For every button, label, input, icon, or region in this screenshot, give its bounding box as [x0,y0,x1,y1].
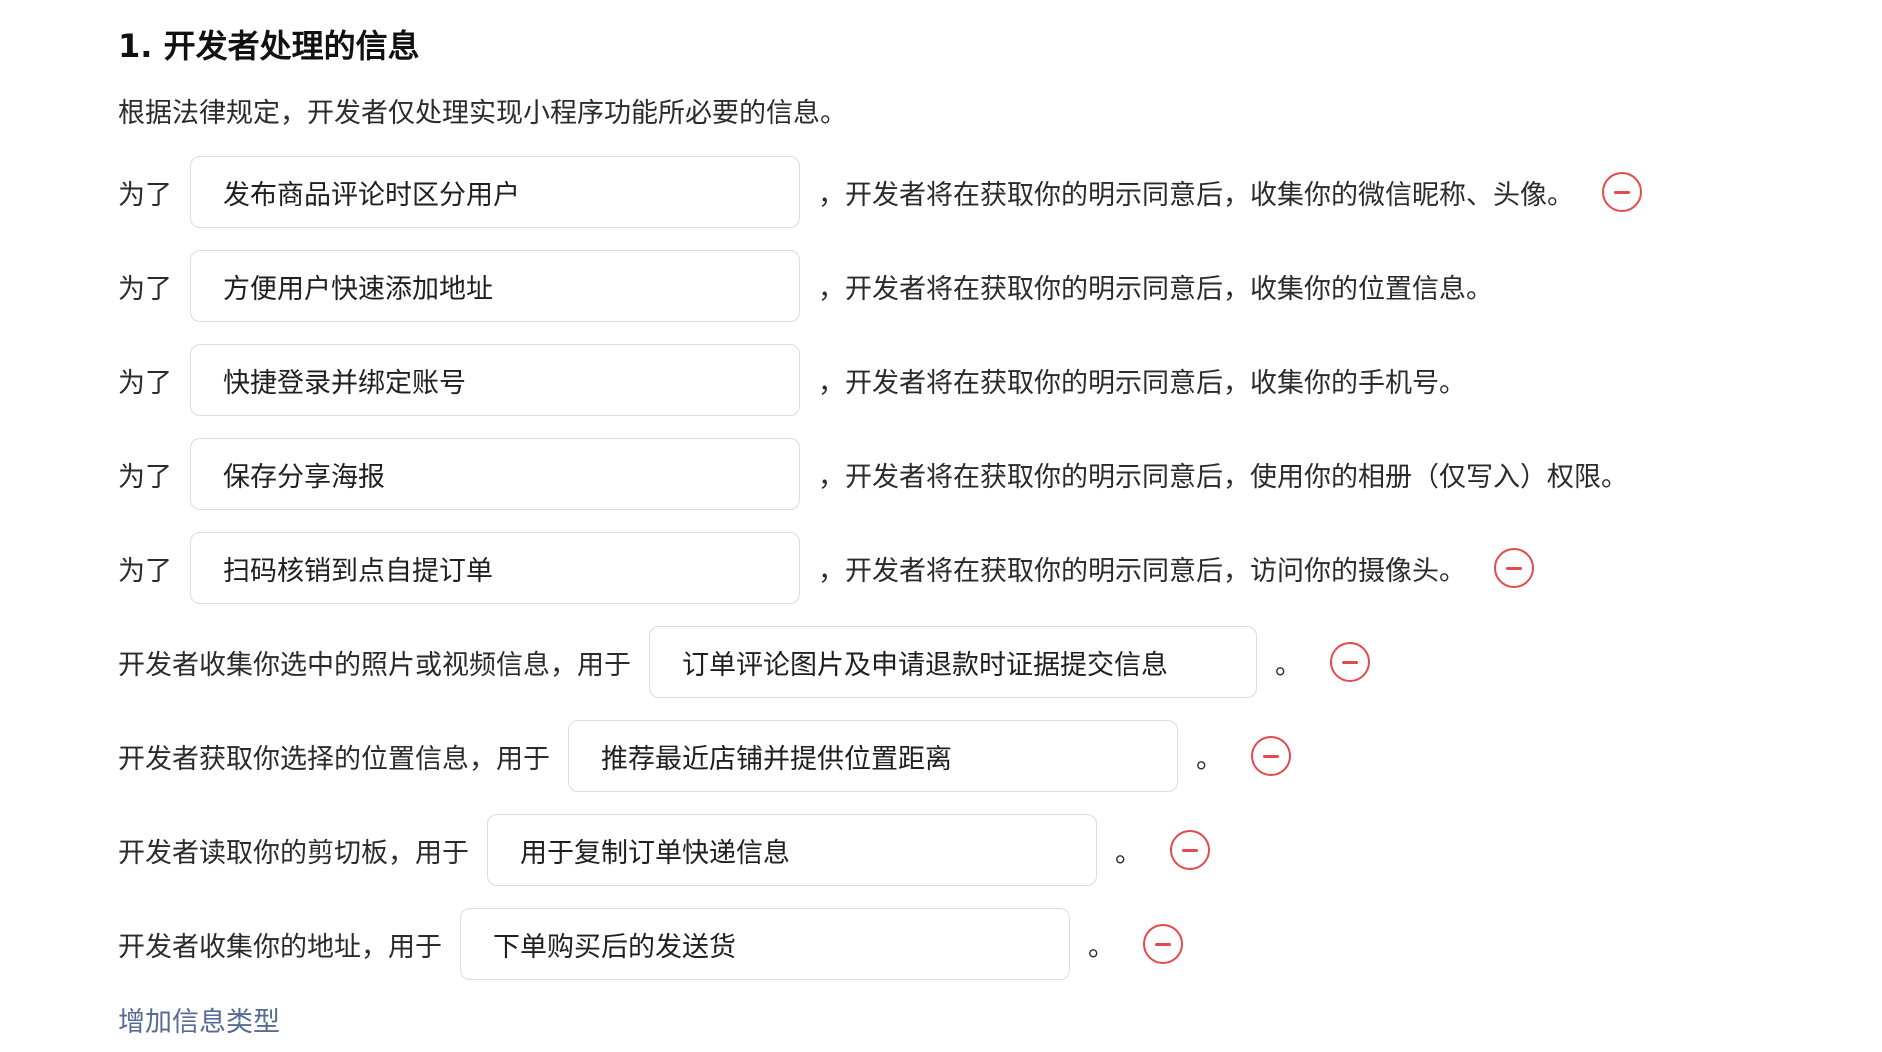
purpose-prefix: 为了 [118,461,172,493]
remove-usage-photos-minus-circle-icon[interactable] [1330,642,1370,682]
purpose-prefix: 为了 [118,555,172,587]
usage-prefix: 开发者收集你选中的照片或视频信息，用于 [118,649,631,681]
remove-purpose-5-minus-circle-icon[interactable] [1494,548,1534,588]
usage-input[interactable] [568,720,1178,792]
purpose-row-2: 为了 ，开发者将在获取你的明示同意后，收集你的位置信息。 [118,249,1493,323]
usage-suffix: 。 [1088,931,1115,963]
usage-input[interactable] [460,908,1070,980]
purpose-row-4: 为了 ，开发者将在获取你的明示同意后，使用你的相册（仅写入）权限。 [118,437,1628,511]
remove-usage-clipboard-minus-circle-icon[interactable] [1170,830,1210,870]
section-intro: 根据法律规定，开发者仅处理实现小程序功能所必要的信息。 [118,98,847,129]
purpose-input[interactable] [190,344,800,416]
add-info-type-link[interactable]: 增加信息类型 [118,1007,280,1038]
purpose-input[interactable] [190,250,800,322]
usage-input[interactable] [487,814,1097,886]
purpose-input[interactable] [190,156,800,228]
purpose-prefix: 为了 [118,367,172,399]
purpose-input[interactable] [190,532,800,604]
remove-usage-location-minus-circle-icon[interactable] [1251,736,1291,776]
purpose-prefix: 为了 [118,179,172,211]
purpose-description: ，开发者将在获取你的明示同意后，收集你的位置信息。 [818,273,1493,305]
usage-row-photos: 开发者收集你选中的照片或视频信息，用于 。 [118,625,1370,699]
purpose-description: ，开发者将在获取你的明示同意后，访问你的摄像头。 [818,555,1466,587]
purpose-prefix: 为了 [118,273,172,305]
purpose-description: ，开发者将在获取你的明示同意后，收集你的手机号。 [818,367,1466,399]
usage-suffix: 。 [1196,743,1223,775]
section-title: 1. 开发者处理的信息 [118,27,420,65]
purpose-input[interactable] [190,438,800,510]
purpose-description: ，开发者将在获取你的明示同意后，使用你的相册（仅写入）权限。 [818,461,1628,493]
usage-prefix: 开发者读取你的剪切板，用于 [118,837,469,869]
usage-row-address: 开发者收集你的地址，用于 。 [118,907,1183,981]
usage-prefix: 开发者获取你选择的位置信息，用于 [118,743,550,775]
usage-row-clipboard: 开发者读取你的剪切板，用于 。 [118,813,1210,887]
usage-prefix: 开发者收集你的地址，用于 [118,931,442,963]
usage-input[interactable] [649,626,1257,698]
usage-suffix: 。 [1115,837,1142,869]
remove-purpose-1-minus-circle-icon[interactable] [1602,172,1642,212]
usage-suffix: 。 [1275,649,1302,681]
usage-row-location: 开发者获取你选择的位置信息，用于 。 [118,719,1291,793]
purpose-row-1: 为了 ，开发者将在获取你的明示同意后，收集你的微信昵称、头像。 [118,155,1642,229]
purpose-row-3: 为了 ，开发者将在获取你的明示同意后，收集你的手机号。 [118,343,1466,417]
purpose-row-5: 为了 ，开发者将在获取你的明示同意后，访问你的摄像头。 [118,531,1534,605]
purpose-description: ，开发者将在获取你的明示同意后，收集你的微信昵称、头像。 [818,179,1574,211]
remove-usage-address-minus-circle-icon[interactable] [1143,924,1183,964]
